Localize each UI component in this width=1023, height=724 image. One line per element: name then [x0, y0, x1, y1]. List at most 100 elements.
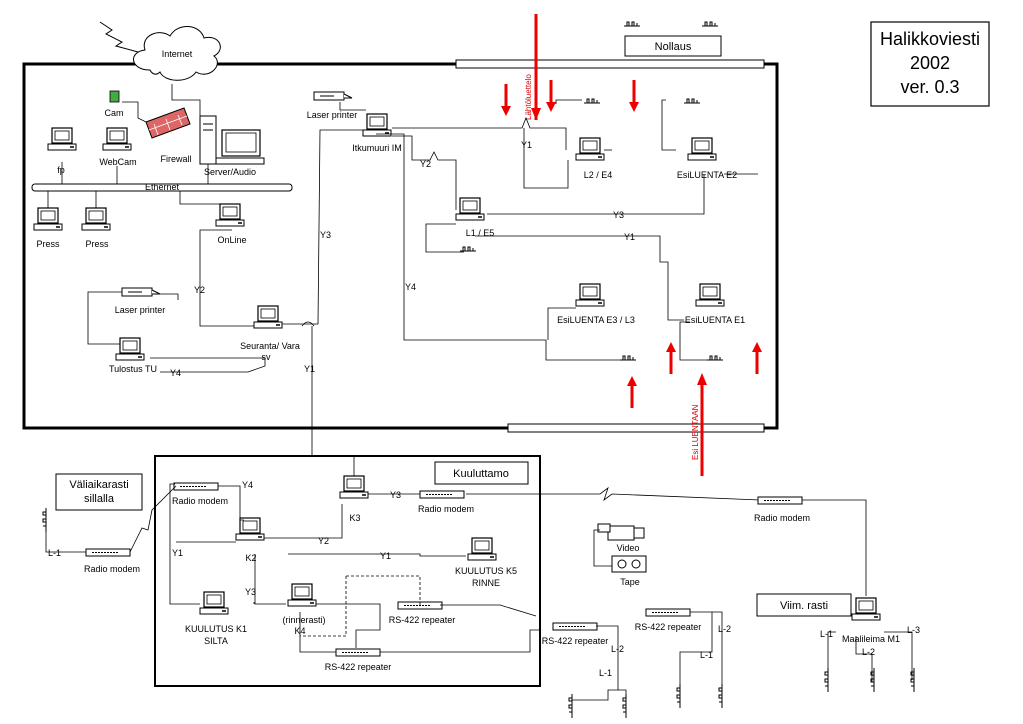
sensor-icon — [623, 21, 641, 27]
line-label-y4: Y4 — [170, 368, 181, 378]
nollaus-bar — [455, 59, 765, 69]
down-arrow-icon — [499, 82, 513, 118]
maalileima-pc-icon — [851, 597, 881, 621]
press-pc-icon — [33, 207, 63, 231]
esi-e2-label: EsiLUENTA E2 — [677, 170, 737, 180]
tape-icon — [611, 555, 647, 573]
radio-modem-icon — [757, 496, 803, 505]
sensor-icon — [824, 667, 829, 693]
esi-e1-pc-icon — [695, 283, 725, 307]
up-arrow-icon — [664, 340, 678, 376]
main-room-border — [22, 62, 779, 430]
nollaus-box — [624, 35, 722, 57]
rs422-label-4: RS-422 repeater — [635, 622, 702, 632]
seuranta-label-1: Seuranta/ Vara — [240, 341, 300, 351]
bottom-bar — [507, 423, 765, 433]
tulostus-label: Tulostus TU — [109, 364, 157, 374]
sensor-icon — [583, 98, 601, 104]
press-label-1: Press — [36, 239, 60, 249]
line-label-y1: Y1 — [521, 140, 532, 150]
sensor-icon — [718, 683, 723, 709]
kuuluttamo-y4-label: Y4 — [242, 480, 253, 490]
sensor-icon — [42, 507, 47, 533]
kuuluttamo-title: Kuuluttamo — [453, 468, 509, 480]
seuranta-label-2: sv — [262, 352, 272, 362]
k2-y2-label: Y2 — [318, 536, 329, 546]
sensor-icon — [676, 683, 681, 709]
esi-e3-label: EsiLUENTA E3 / L3 — [557, 315, 635, 325]
k1-y1-label: Y1 — [172, 548, 183, 558]
remote-l2c-label: L-2 — [862, 647, 875, 657]
laser-printer-1-label: Laser printer — [307, 110, 358, 120]
online-label: OnLine — [217, 235, 246, 245]
kuuluttamo-box — [434, 461, 529, 485]
press-label-2: Press — [85, 239, 109, 249]
printer-icon — [313, 91, 353, 101]
fp-label: fp — [57, 165, 65, 175]
itkumuuri-label: Itkumuuri IM — [352, 143, 402, 153]
red-arrows — [499, 14, 764, 476]
esi-e3-pc-icon — [575, 283, 605, 307]
k5-y1-label: Y1 — [380, 551, 391, 561]
ethernet-label: Ethernet — [145, 182, 180, 192]
firewall-label: Firewall — [160, 154, 191, 164]
sensor-icon — [622, 693, 627, 719]
l2-e4-pc-icon — [575, 137, 605, 161]
kuuluttamo-radio-label: Radio modem — [172, 496, 228, 506]
title-line3: ver. 0.3 — [900, 77, 959, 97]
webcam-pc-icon — [102, 127, 132, 151]
itkumuuri-pc-icon — [362, 113, 392, 137]
k3-radio-label: Radio modem — [418, 504, 474, 514]
valiaikarasti-label-2: sillalla — [84, 493, 115, 505]
video-camera-icon — [597, 523, 645, 541]
line-label-y3: Y3 — [320, 230, 331, 240]
remote-l2a-label: L-2 — [611, 644, 624, 654]
line-label-y2: Y2 — [420, 159, 431, 169]
tape-label: Tape — [620, 577, 640, 587]
l1-e5-pc-icon — [455, 197, 485, 221]
remote-l1c-label: L-1 — [820, 629, 833, 639]
title-line1: Halikkoviesti — [880, 29, 980, 49]
radio-modem-icon — [173, 482, 219, 491]
remote-radio-label: Radio modem — [754, 513, 810, 523]
cam-label: Cam — [104, 108, 123, 118]
kuuluttamo-connections — [169, 483, 540, 653]
remote-l1b-label: L-1 — [700, 650, 713, 660]
fp-pc-icon — [47, 127, 77, 151]
k2-label: K2 — [245, 553, 256, 563]
rs422-label-1: RS-422 repeater — [389, 615, 456, 625]
sensor-icon — [701, 21, 719, 27]
press-pc-icon — [81, 207, 111, 231]
remote-l2b-label: L-2 — [718, 624, 731, 634]
printer-icon — [121, 287, 161, 297]
k4-rinnerasti-label: (rinnerasti) — [282, 615, 325, 625]
up-arrow-icon — [625, 374, 639, 410]
rs422-label-3: RS-422 repeater — [542, 636, 609, 646]
k5-label-2: RINNE — [472, 578, 500, 588]
k3-y3-label: Y3 — [390, 490, 401, 500]
ethernet-bus — [31, 183, 293, 192]
k3-label: K3 — [349, 513, 360, 523]
sensor-icon — [619, 355, 637, 361]
valiaikarasti-label-1: Väliaikarasti — [69, 479, 128, 491]
rs422-label-2: RS-422 repeater — [325, 662, 392, 672]
title-box: Halikkoviesti 2002 ver. 0.3 — [870, 21, 990, 107]
seuranta-pc-icon — [253, 305, 283, 329]
line-label-y2: Y2 — [194, 285, 205, 295]
video-label: Video — [617, 543, 640, 553]
viim-rasti-box — [756, 593, 852, 617]
up-arrow-icon — [750, 340, 764, 376]
k4-pc-icon — [287, 583, 317, 607]
rs422-repeater-icon — [645, 608, 691, 617]
rs422-repeater-icon — [552, 622, 598, 631]
esi-e1-label: EsiLUENTA E1 — [685, 315, 745, 325]
internet-label: Internet — [162, 49, 193, 59]
line-label-y1: Y1 — [624, 232, 635, 242]
valiaikarasti-radio-label: Radio modem — [84, 564, 140, 574]
k2-pc-icon — [235, 517, 265, 541]
radio-modem-icon — [419, 490, 465, 499]
down-arrow-icon — [544, 78, 558, 114]
k5-label-1: KUULUTUS K5 — [455, 566, 517, 576]
lahtoluettelo-label: Lähtöluettelo — [524, 74, 533, 120]
